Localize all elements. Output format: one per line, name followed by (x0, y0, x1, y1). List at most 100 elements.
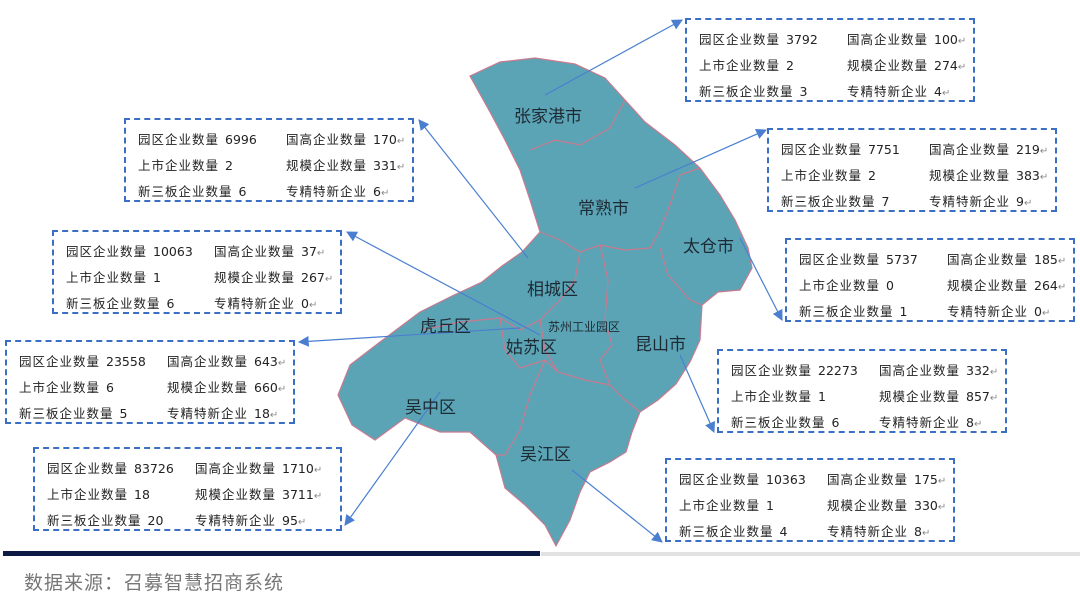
field-label: 新三板企业数量 (699, 84, 794, 99)
region-label-taicang: 太仓市 (683, 237, 734, 257)
field-value: 10363 (766, 472, 806, 487)
field-value: 8 (914, 524, 922, 539)
field-label: 新三板企业数量 (781, 194, 876, 209)
field-value: 1710 (282, 461, 314, 476)
return-mark-icon: ↵ (396, 162, 406, 173)
field-value: 267 (301, 270, 325, 285)
field-value: 0 (1034, 304, 1042, 319)
field-value: 7751 (868, 142, 900, 157)
field-value: 6 (831, 415, 840, 430)
field-value: 332 (966, 363, 990, 378)
region-label-changshu: 常熟市 (578, 199, 629, 219)
return-mark-icon: ↵ (957, 36, 967, 47)
return-mark-icon: ↵ (1039, 146, 1049, 157)
field-value: 6 (238, 184, 247, 199)
field-value: 643 (254, 354, 278, 369)
return-mark-icon: ↵ (297, 517, 307, 528)
field-value: 219 (1016, 142, 1040, 157)
field-label: 园区企业数量 (66, 244, 148, 259)
callout-row: 新三板企业数量 20 专精特新企业 95↵ (47, 510, 334, 528)
field-label: 专精特新企业 (195, 513, 277, 528)
field-value: 1 (899, 304, 908, 319)
field-label: 规模企业数量 (827, 498, 909, 513)
field-label: 专精特新企业 (879, 415, 961, 430)
field-value: 37 (301, 244, 317, 259)
region-label-huqiu: 虎丘区 (420, 317, 471, 337)
arrow-gusu (297, 327, 521, 347)
field-value: 4 (779, 524, 788, 539)
field-value: 0 (886, 278, 894, 293)
field-label: 新三板企业数量 (47, 513, 142, 528)
field-value: 2 (786, 58, 794, 73)
field-label: 新三板企业数量 (66, 296, 161, 311)
field-label: 上市企业数量 (699, 58, 781, 73)
field-value: 1 (818, 389, 826, 404)
field-value: 274 (934, 58, 958, 73)
return-mark-icon: ↵ (1039, 172, 1049, 183)
field-label: 国高企业数量 (286, 132, 368, 147)
field-label: 园区企业数量 (679, 472, 761, 487)
field-value: 185 (1034, 252, 1058, 267)
field-label: 上市企业数量 (679, 498, 761, 513)
field-value: 383 (1016, 168, 1040, 183)
field-label: 园区企业数量 (731, 363, 813, 378)
field-label: 国高企业数量 (195, 461, 277, 476)
field-value: 95 (282, 513, 298, 528)
field-label: 上市企业数量 (138, 158, 220, 173)
return-mark-icon: ↵ (1023, 198, 1033, 209)
field-label: 园区企业数量 (19, 354, 101, 369)
region-label-sip: 苏州工业园区 (548, 320, 621, 334)
region-label-gusu: 姑苏区 (506, 338, 557, 358)
return-mark-icon: ↵ (313, 491, 323, 502)
return-mark-icon: ↵ (989, 393, 999, 404)
field-value: 9 (1016, 194, 1024, 209)
return-mark-icon: ↵ (1057, 256, 1067, 267)
return-mark-icon: ↵ (957, 62, 967, 73)
field-label: 国高企业数量 (947, 252, 1029, 267)
arrow-taicang (739, 237, 783, 321)
return-mark-icon: ↵ (396, 136, 406, 147)
return-mark-icon: ↵ (269, 410, 279, 421)
field-value: 7 (881, 194, 890, 209)
field-value: 20 (147, 513, 164, 528)
field-label: 规模企业数量 (195, 487, 277, 502)
field-label: 规模企业数量 (167, 380, 249, 395)
field-value: 3 (799, 84, 808, 99)
field-value: 5737 (886, 252, 918, 267)
callout-field-national_high_tech: 国高企业数量 185↵ (947, 249, 1066, 267)
field-value: 100 (934, 32, 958, 47)
